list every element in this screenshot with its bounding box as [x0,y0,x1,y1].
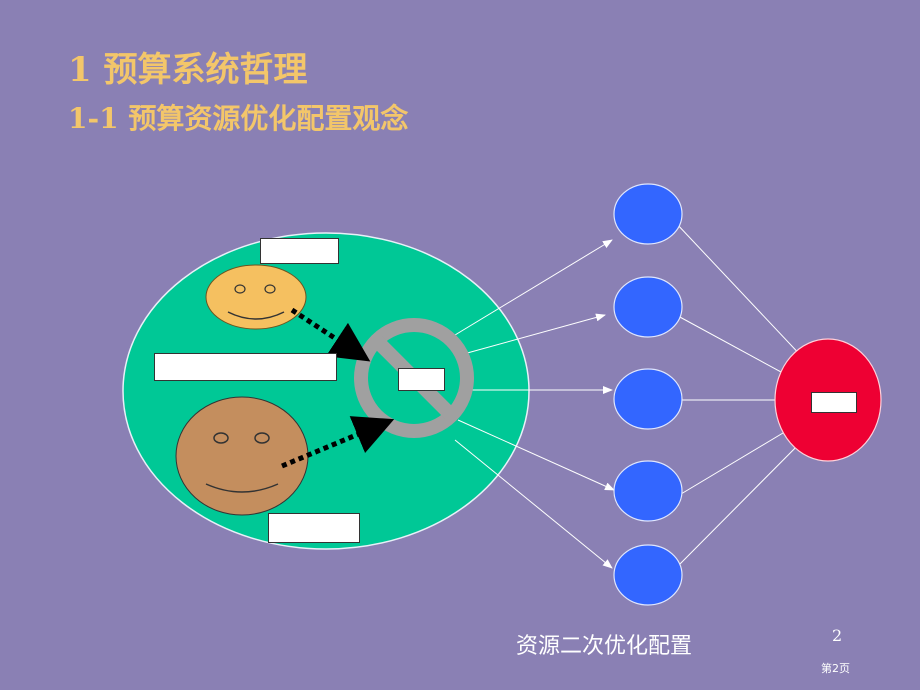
investor-label: 投资者 [268,513,360,543]
arrow-node-5-to-goal [673,424,819,571]
slide-title: 1 预算系统哲理 [68,50,308,90]
goal-label: 目标 [811,392,857,413]
slide-subtitle: 1-1 预算资源优化配置观念 [68,102,409,135]
investor-face [175,396,309,516]
node-1 [613,183,683,245]
arrow-to-node-1 [454,239,613,336]
page-footer: 第2页 [821,662,850,675]
investor-to-enterprise-arrow [281,416,395,469]
first-allocation-label: 首次资源配置 [154,353,337,381]
node-5 [613,544,683,606]
allocation-arrows [454,239,615,569]
enterprise-label: 企业 [398,368,445,391]
node-4 [613,460,683,522]
creditor-label: 债权人 [260,238,339,264]
node-3 [613,368,683,430]
arrow-to-node-5 [454,439,613,569]
node-2 [613,276,683,338]
arrow-to-node-2 [459,313,606,356]
diagram-caption: 资源二次优化配置 [516,634,693,659]
creditor-face [205,264,307,330]
creditor-to-enterprise-arrow [290,307,371,362]
second-allocation-nodes [613,183,683,606]
page-number: 2 [832,626,843,645]
arrow-to-node-4 [457,419,615,491]
